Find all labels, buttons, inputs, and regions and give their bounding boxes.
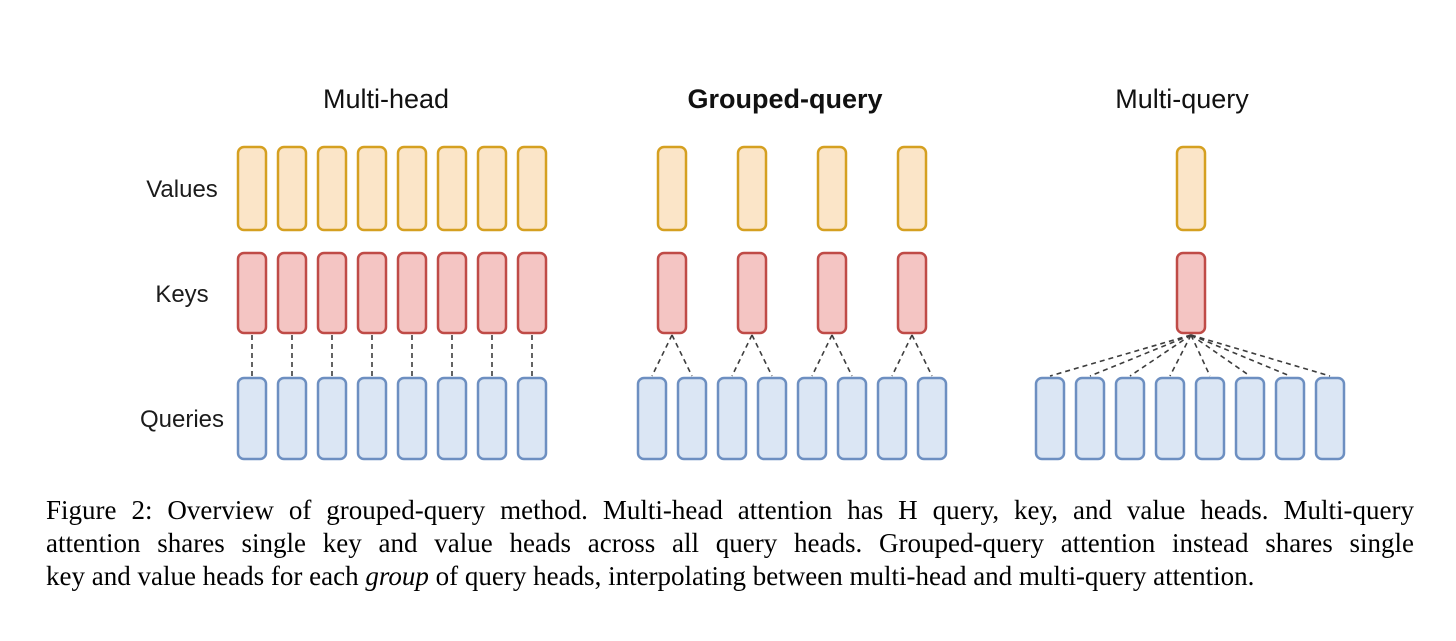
query-head [916, 376, 948, 461]
caption-line-3: key and value heads for each group of qu… [46, 560, 1414, 593]
attention-link [651, 334, 673, 377]
attention-link [671, 334, 693, 377]
query-head [1034, 376, 1066, 461]
key-head [276, 251, 308, 335]
panel-title-multi-query: Multi-query [1115, 84, 1249, 114]
attention-link [751, 334, 773, 377]
value-head [1175, 145, 1207, 232]
attention-link [1190, 334, 1211, 377]
query-head [876, 376, 908, 461]
row-label-keys: Keys [155, 281, 208, 308]
query-head [476, 376, 508, 461]
key-head [736, 251, 768, 335]
query-head [836, 376, 868, 461]
caption-line-3-post: of query heads, interpolating between mu… [428, 561, 1255, 591]
value-head [736, 145, 768, 232]
key-head [516, 251, 548, 335]
attention-link [731, 334, 753, 377]
query-head [276, 376, 308, 461]
value-head [516, 145, 548, 232]
value-head [436, 145, 468, 232]
value-head [276, 145, 308, 232]
row-label-values: Values [146, 176, 218, 203]
attention-link [1169, 334, 1192, 377]
key-head [316, 251, 348, 335]
attention-link [891, 334, 913, 377]
attention-link [1049, 334, 1192, 377]
key-head [396, 251, 428, 335]
key-head [436, 251, 468, 335]
caption-line-1: Figure 2: Overview of grouped-query meth… [46, 495, 1414, 525]
query-head [516, 376, 548, 461]
attention-link [1190, 334, 1331, 377]
attention-link [831, 334, 853, 377]
query-head [1314, 376, 1346, 461]
key-head [896, 251, 928, 335]
panel-title-grouped-query: Grouped-query [687, 84, 882, 114]
query-head [1194, 376, 1226, 461]
attention-link [1190, 334, 1291, 377]
value-head [896, 145, 928, 232]
caption-line-3-pre: key and value heads for each [46, 561, 366, 591]
query-head [1274, 376, 1306, 461]
caption-line-2: attention shares single key and value he… [46, 528, 1414, 558]
row-label-queries: Queries [140, 406, 224, 433]
query-head [1234, 376, 1266, 461]
attention-link [811, 334, 833, 377]
query-head [636, 376, 668, 461]
value-head [476, 145, 508, 232]
key-head [1175, 251, 1207, 335]
attention-link [1129, 334, 1192, 377]
query-head [316, 376, 348, 461]
query-head [356, 376, 388, 461]
key-head [476, 251, 508, 335]
query-head [676, 376, 708, 461]
figure-caption: Figure 2: Overview of grouped-query meth… [46, 494, 1414, 593]
value-head [316, 145, 348, 232]
attention-link [911, 334, 933, 377]
query-head [1114, 376, 1146, 461]
caption-group-italic: group [365, 561, 429, 591]
value-head [236, 145, 268, 232]
key-head [816, 251, 848, 335]
query-head [796, 376, 828, 461]
query-head [756, 376, 788, 461]
key-head [236, 251, 268, 335]
query-head [716, 376, 748, 461]
query-head [236, 376, 268, 461]
key-head [656, 251, 688, 335]
value-head [396, 145, 428, 232]
attention-link [1089, 334, 1192, 377]
query-head [396, 376, 428, 461]
query-head [1154, 376, 1186, 461]
panel-title-multi-head: Multi-head [323, 84, 449, 114]
key-head [356, 251, 388, 335]
value-head [656, 145, 688, 232]
query-head [1074, 376, 1106, 461]
value-head [356, 145, 388, 232]
query-head [436, 376, 468, 461]
attention-link [1190, 334, 1251, 377]
value-head [816, 145, 848, 232]
